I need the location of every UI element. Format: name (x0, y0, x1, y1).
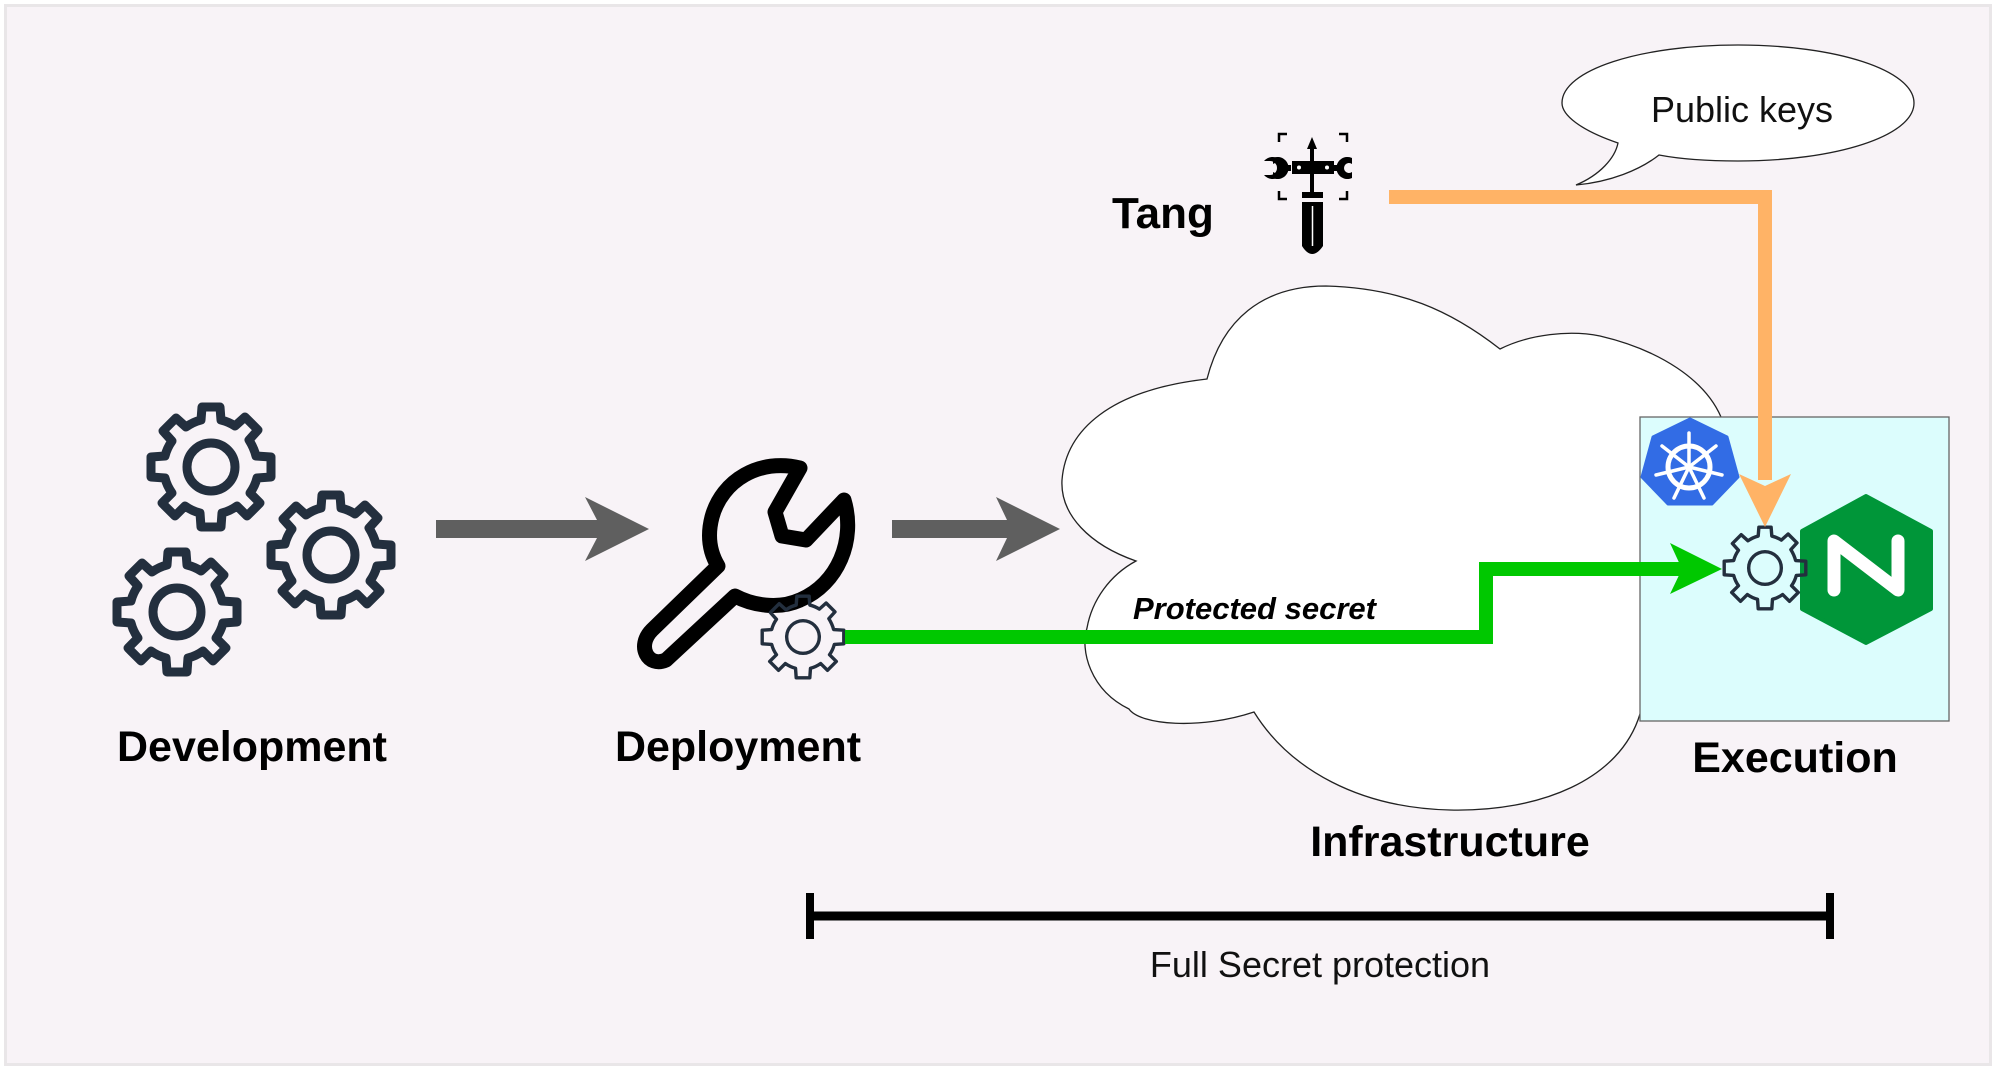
nginx-icon (1800, 494, 1933, 645)
flow-arrow (892, 497, 1060, 561)
public-keys-label: Public keys (1651, 89, 1833, 130)
protected-secret-label: Protected secret (1133, 591, 1378, 626)
gear-icon (117, 552, 237, 672)
flow-arrow (436, 497, 649, 561)
tang-label: Tang (1112, 189, 1214, 238)
tools-icon (1264, 132, 1352, 254)
development-label: Development (117, 723, 387, 771)
public-keys-bubble (1561, 44, 1915, 186)
execution-label: Execution (1692, 734, 1898, 782)
gear-icon (271, 495, 391, 615)
gear-icon (760, 594, 846, 680)
gear-icon (151, 407, 271, 527)
infrastructure-label: Infrastructure (1310, 818, 1590, 866)
deployment-label: Deployment (615, 723, 861, 771)
public-keys-path (1389, 190, 1791, 527)
development-gears (117, 407, 391, 672)
protection-span (806, 893, 1834, 939)
protected-secret-path (845, 543, 1722, 644)
full-protection-label: Full Secret protection (1150, 944, 1490, 985)
infrastructure-cloud (1061, 285, 1722, 811)
kubernetes-icon (1640, 417, 1740, 506)
wrench-icon (637, 458, 856, 670)
